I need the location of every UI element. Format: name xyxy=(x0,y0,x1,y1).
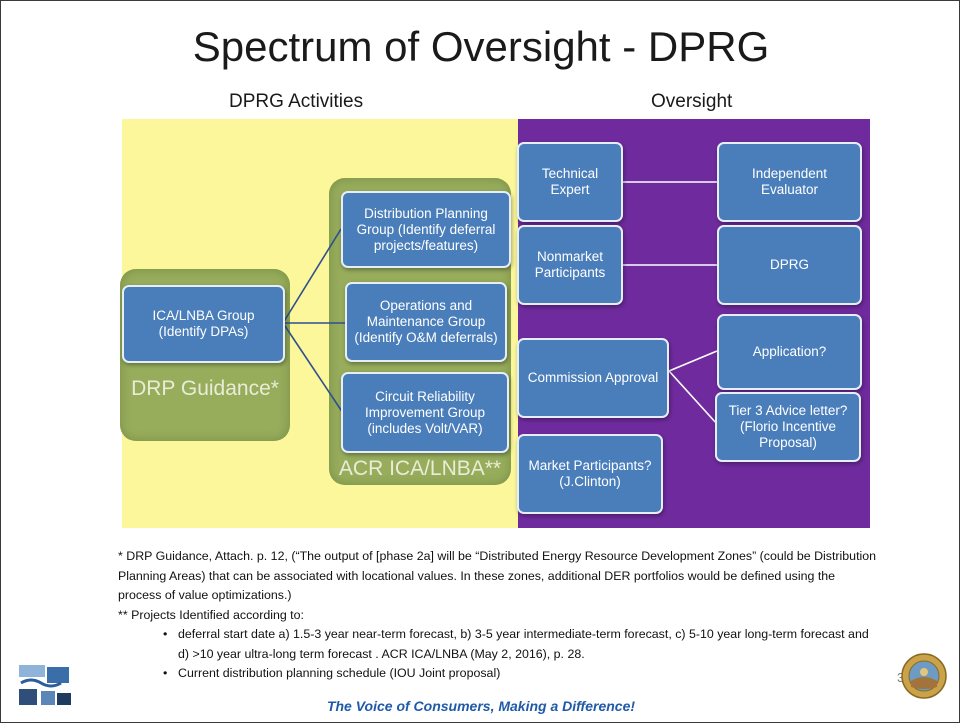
page-number: 3 xyxy=(897,670,905,685)
independent-evaluator-box: Independent Evaluator xyxy=(717,142,862,222)
commission-approval-box: Commission Approval xyxy=(517,338,669,418)
oversight-header: Oversight xyxy=(651,91,733,112)
acr-ica-lnba-label: ACR ICA/LNBA** xyxy=(338,457,502,480)
application-box: Application? xyxy=(717,314,862,390)
circuit-reliability-group-box: Circuit Reliability Improvement Group (i… xyxy=(341,372,509,453)
market-participants-box: Market Participants? (J.Clinton) xyxy=(517,434,663,514)
distribution-planning-group-box: Distribution Planning Group (Identify de… xyxy=(341,191,511,268)
connector-commission-tier3 xyxy=(668,370,718,425)
ica-lnba-group-box: ICA/LNBA Group (Identify DPAs) xyxy=(122,285,285,363)
bullet-deferral-text: deferral start date a) 1.5-3 year near-t… xyxy=(178,627,869,661)
footer-tagline: The Voice of Consumers, Making a Differe… xyxy=(326,698,636,714)
drp-guidance-label: DRP Guidance* xyxy=(131,377,279,400)
state-seal-icon xyxy=(901,653,947,699)
footnotes: * DRP Guidance, Attach. p. 12, (“The out… xyxy=(118,547,878,684)
dprg-activities-header: DPRG Activities xyxy=(229,91,364,112)
footnote-bullet-schedule: • Current distribution planning schedule… xyxy=(118,664,878,684)
tier3-advice-letter-box: Tier 3 Advice letter? (Florio Incentive … xyxy=(715,392,861,462)
bullet-schedule-text: Current distribution planning schedule (… xyxy=(178,666,501,680)
ora-logo-icon xyxy=(17,663,73,709)
nonmarket-participants-box: Nonmarket Participants xyxy=(517,225,623,305)
operations-maintenance-group-box: Operations and Maintenance Group (Identi… xyxy=(345,282,507,362)
connector-commission-application xyxy=(668,350,718,372)
bullet-icon: • xyxy=(163,627,168,641)
footnote-drp-guidance: * DRP Guidance, Attach. p. 12, (“The out… xyxy=(118,549,877,602)
technical-expert-box: Technical Expert xyxy=(517,142,623,222)
slide-title: Spectrum of Oversight - DPRG xyxy=(192,23,770,70)
footnote-projects-identified: ** Projects Identified according to: xyxy=(118,607,304,622)
footnote-bullet-deferral: • deferral start date a) 1.5-3 year near… xyxy=(118,625,878,664)
dprg-box: DPRG xyxy=(717,225,862,305)
bullet-icon: • xyxy=(163,666,168,680)
connector-ica-dist xyxy=(282,228,342,324)
connector-ica-circuit xyxy=(282,322,344,414)
